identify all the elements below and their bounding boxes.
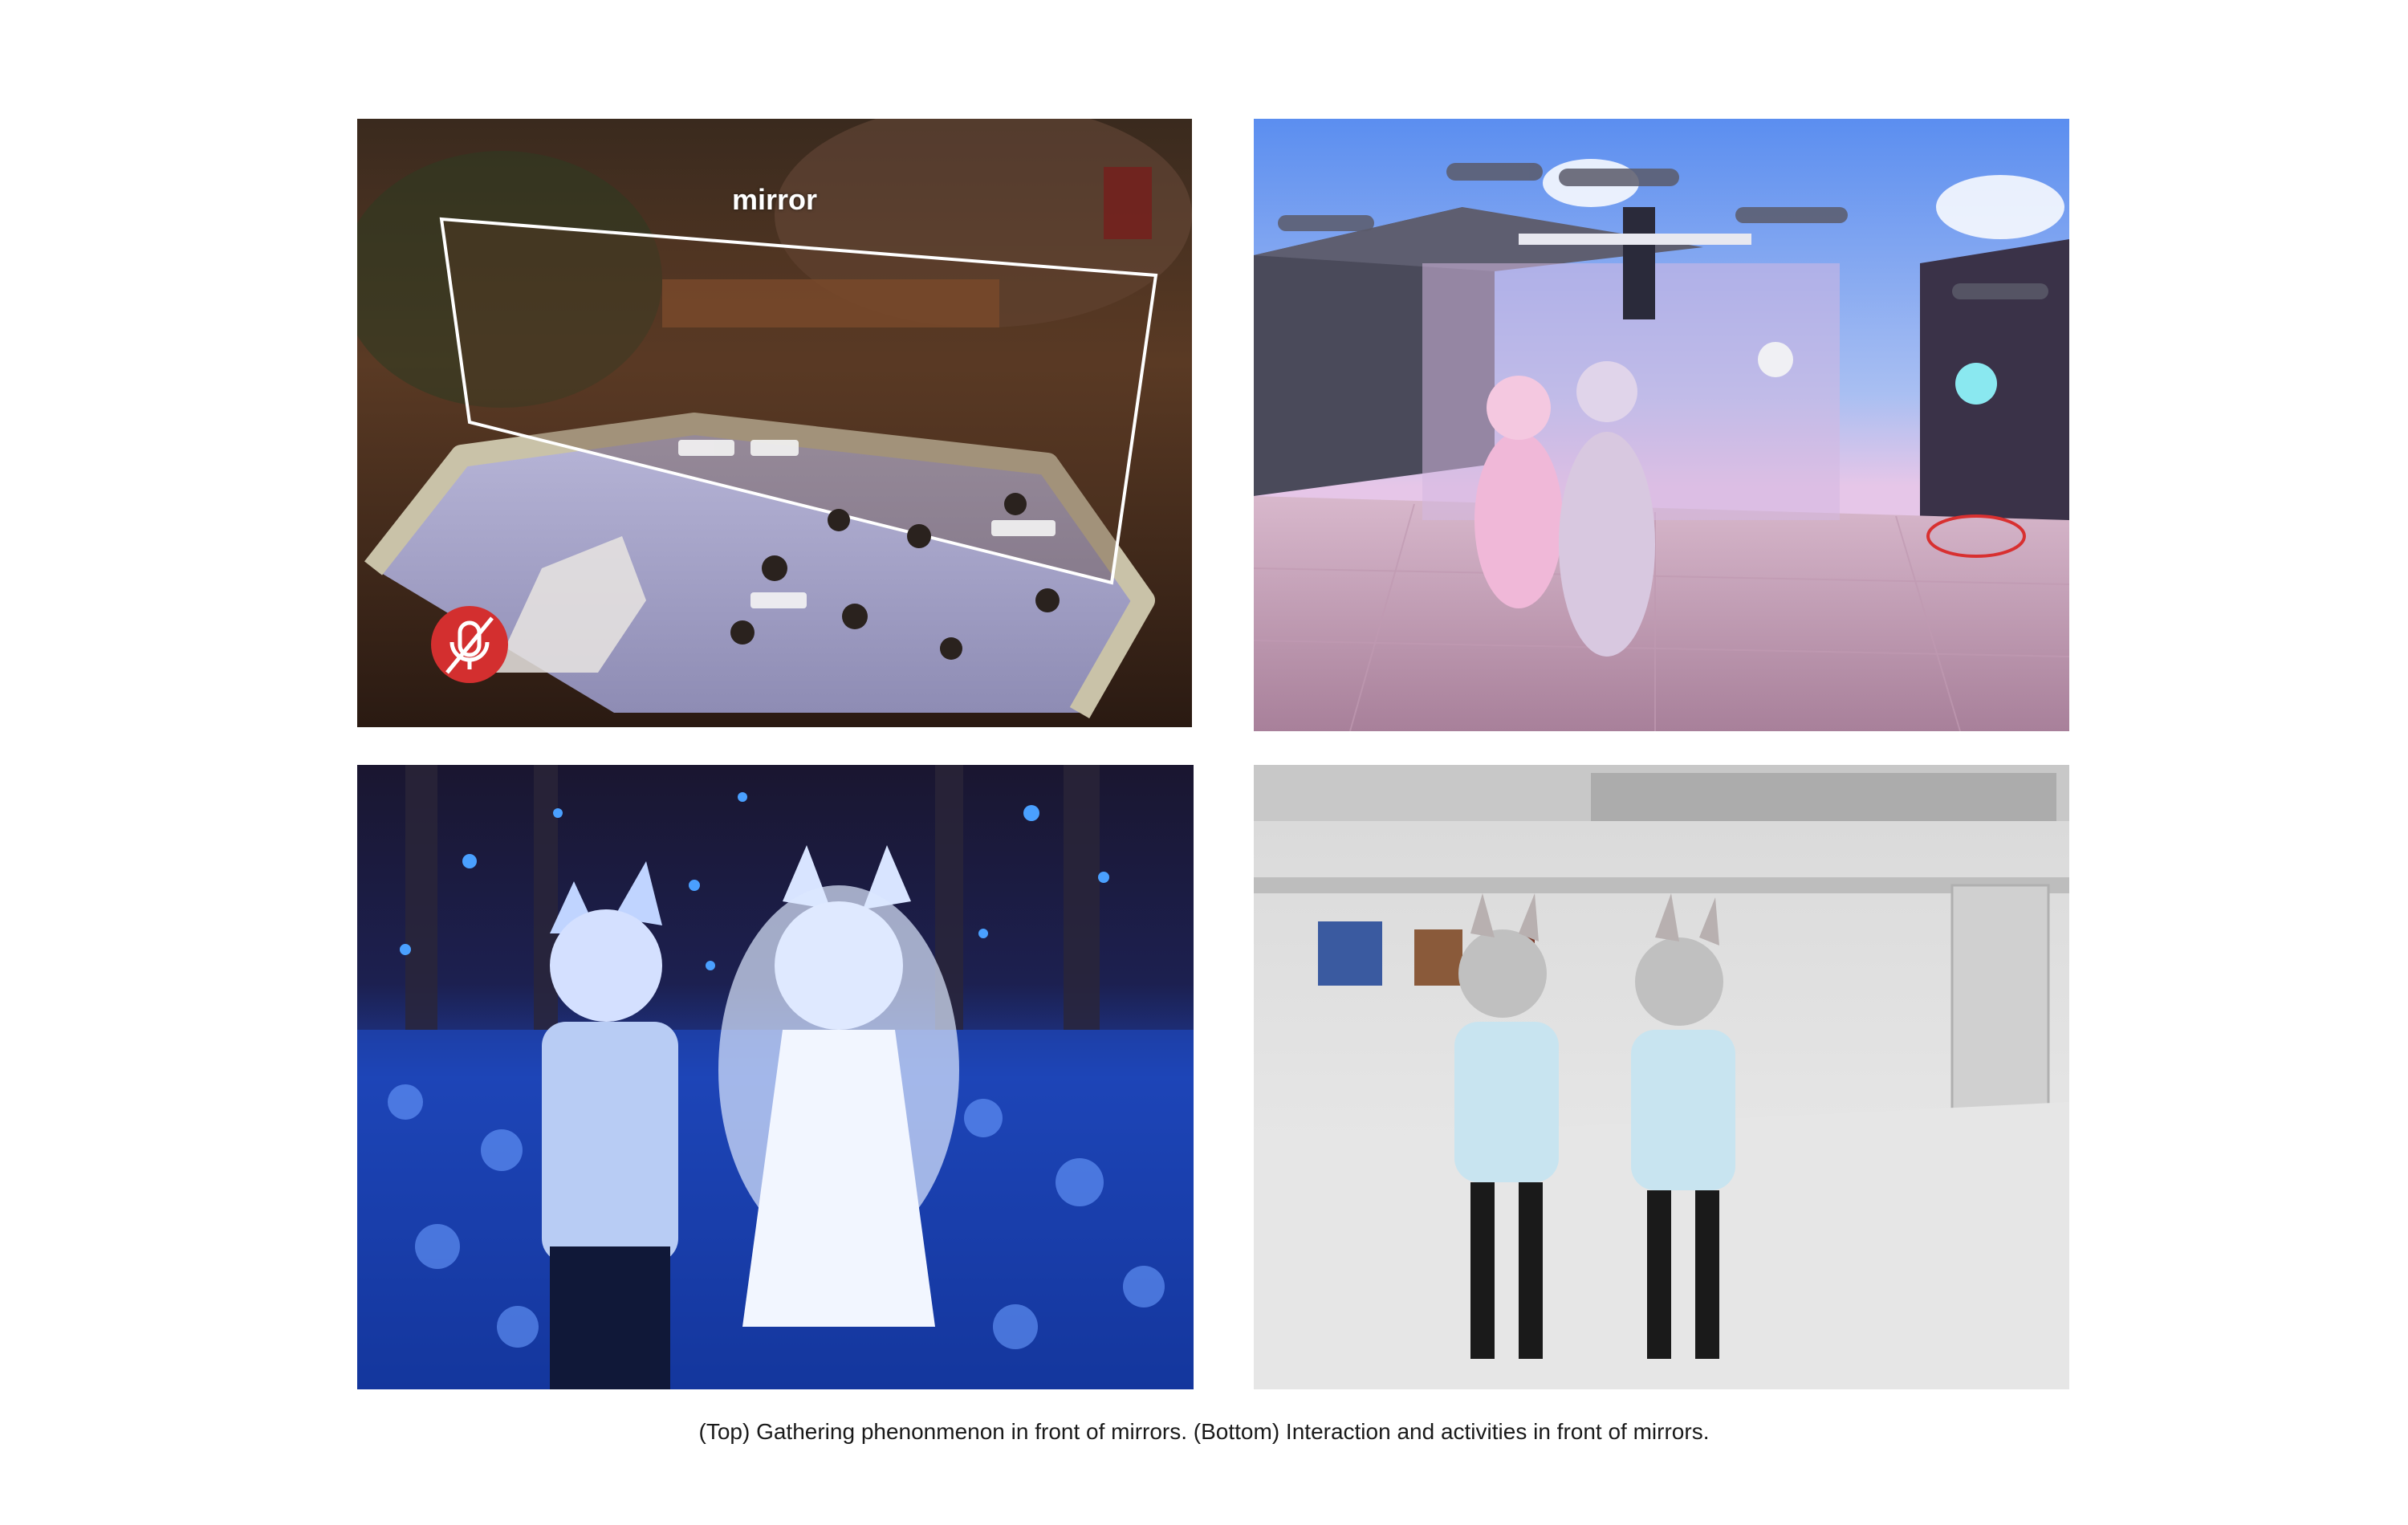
gallery-painting (1318, 921, 1382, 986)
forest-mirror-screenshot (357, 765, 1194, 1389)
mirror-label: mirror (731, 183, 818, 216)
figure-caption: (Top) Gathering phenonmenon in front of … (698, 1419, 1710, 1444)
forest-scene (357, 765, 1194, 1389)
lounge-scene (357, 119, 1192, 727)
gallery-scene (1254, 765, 2069, 1389)
plaza-mirror-screenshot (1254, 119, 2069, 731)
lounge-mirror-screenshot: mirror (357, 119, 1192, 727)
plaza-scene (1254, 119, 2069, 731)
muted-microphone-icon[interactable] (431, 606, 508, 683)
gallery-mirror-screenshot (1254, 765, 2069, 1389)
